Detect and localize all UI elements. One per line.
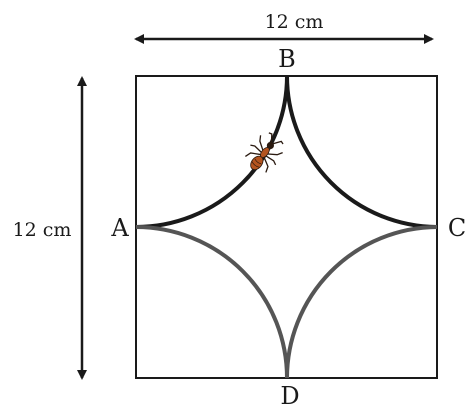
- point-label-d: D: [280, 382, 299, 410]
- arc-c-to-d: [285, 225, 438, 379]
- ant-icon: [245, 132, 284, 173]
- arc-a-to-b: [135, 75, 289, 229]
- height-dimension-label: 12 cm: [13, 219, 72, 241]
- width-dimension-label: 12 cm: [265, 11, 324, 33]
- point-label-a: A: [110, 214, 129, 242]
- square: [135, 75, 438, 379]
- point-label-c: C: [448, 214, 466, 242]
- arc-a-to-d: [135, 225, 289, 379]
- arc-b-to-c: [285, 75, 438, 229]
- point-label-b: B: [278, 45, 296, 73]
